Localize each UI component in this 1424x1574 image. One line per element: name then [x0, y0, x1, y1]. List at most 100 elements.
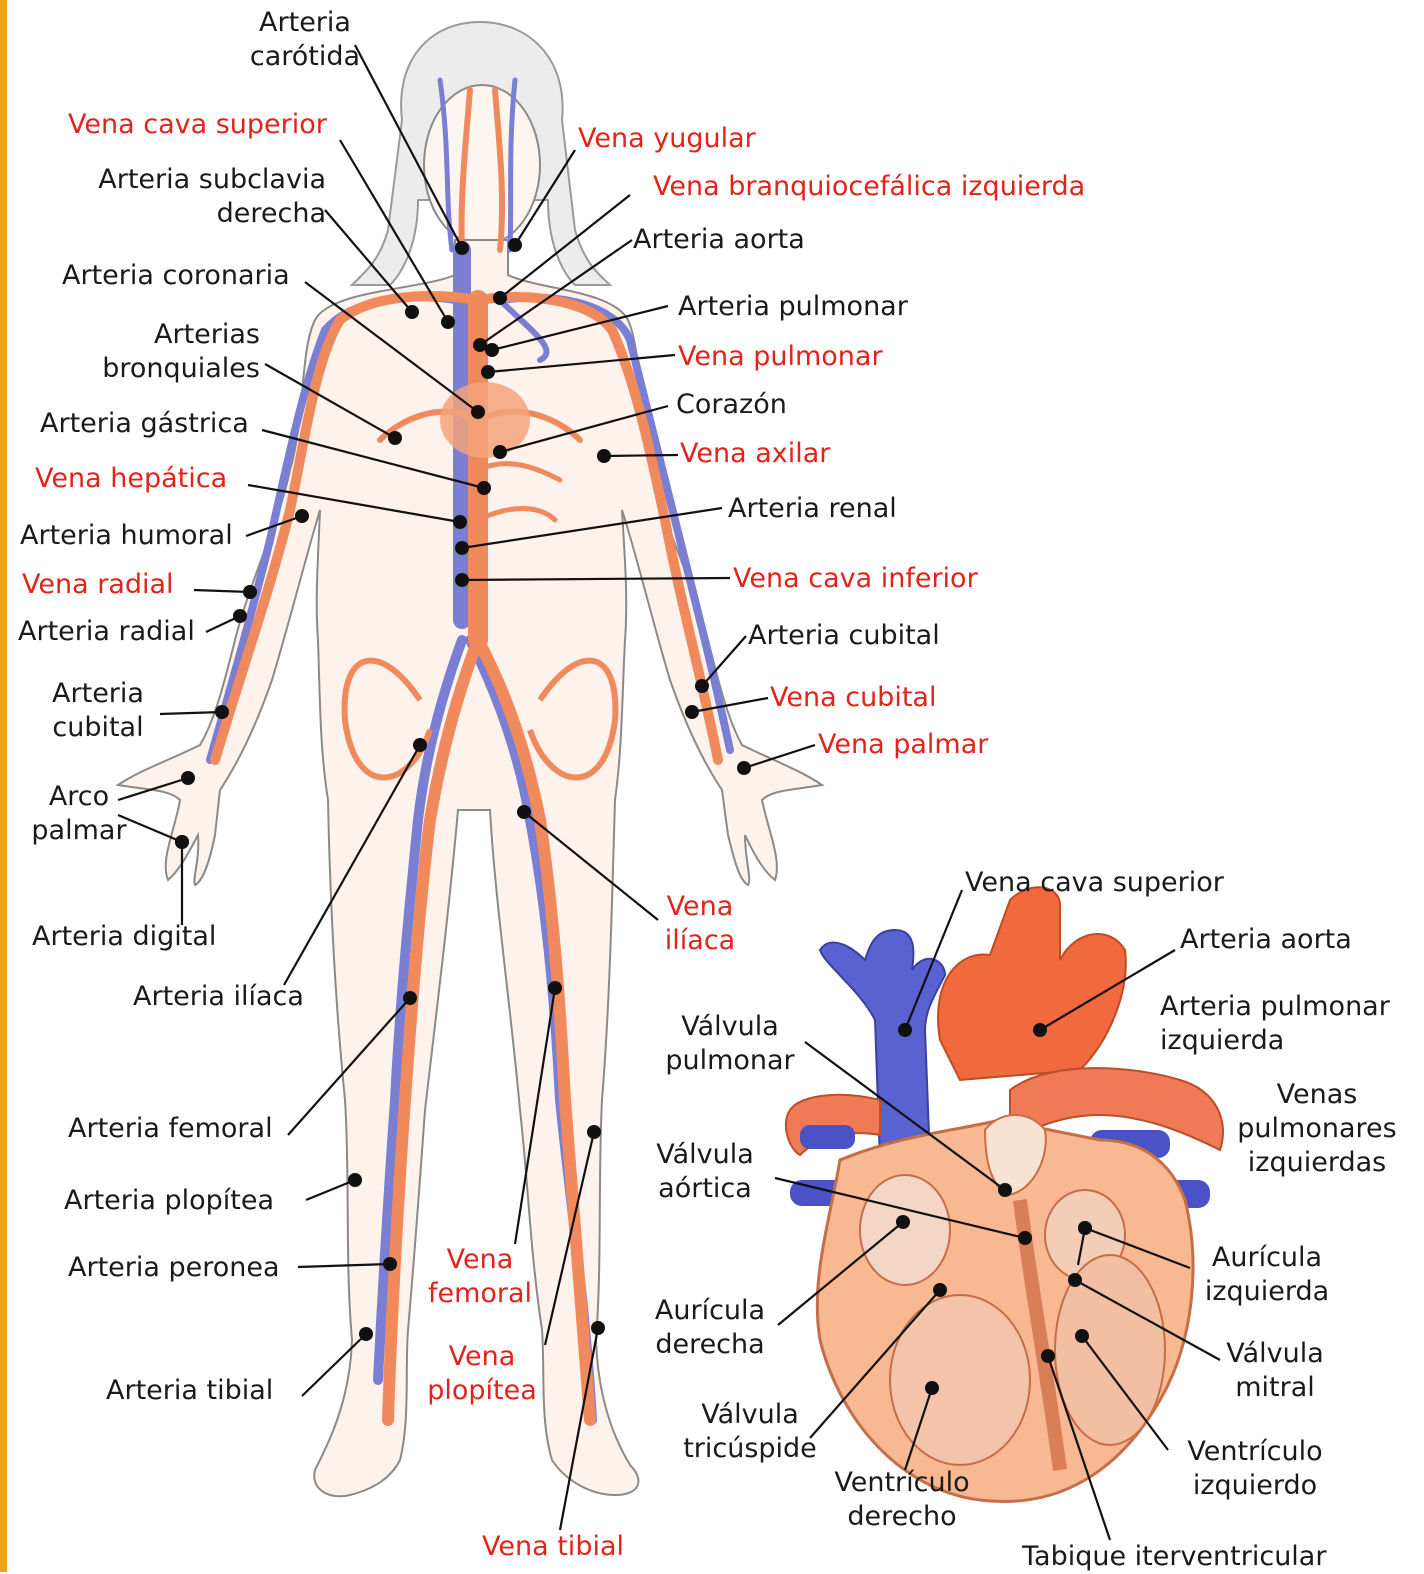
heart-label-valvula-mitral: Válvula mitral: [1215, 1337, 1335, 1405]
label-arteria-renal: Arteria renal: [728, 492, 897, 526]
leader-dot: [405, 305, 419, 319]
leader-dot: [597, 449, 611, 463]
leader-dot: [998, 1183, 1012, 1197]
label-vena-axilar: Vena axilar: [680, 437, 830, 471]
heart-label-valvula-tricuspide: Válvula tricúspide: [680, 1398, 820, 1466]
leader-dot: [737, 761, 751, 775]
label-arteria-cubital-left: Arteria cubital: [28, 677, 168, 745]
leader-dot: [455, 241, 469, 255]
leader-dot: [485, 343, 499, 357]
label-vena-tibial: Vena tibial: [482, 1530, 624, 1564]
leader-dot: [493, 445, 507, 459]
heart-label-arteria-pulmonar-izquierda: Arteria pulmonar izquierda: [1160, 990, 1390, 1058]
label-arterias-bronquiales: Arterias bronquiales: [60, 318, 260, 386]
leader-dot: [685, 705, 699, 719]
label-vena-cava-superior: Vena cava superior: [68, 108, 327, 142]
leader-dot: [493, 291, 507, 305]
label-arteria-femoral: Arteria femoral: [68, 1112, 273, 1146]
label-vena-plopitea: Vena plopítea: [412, 1340, 552, 1408]
label-arteria-plopitea: Arteria plopítea: [64, 1184, 274, 1218]
heart-label-valvula-aortica: Válvula aórtica: [635, 1138, 775, 1206]
leader-dot: [591, 1321, 605, 1335]
leader-dot: [517, 805, 531, 819]
leader-dot: [181, 771, 195, 785]
heart-label-auricula-izquierda: Aurícula izquierda: [1192, 1241, 1342, 1309]
label-corazon: Corazón: [676, 388, 787, 422]
leader-dot: [243, 585, 257, 599]
heart-pulm-vein-4: [800, 1125, 855, 1149]
label-vena-cava-inferior: Vena cava inferior: [733, 562, 978, 596]
leader-dot: [441, 315, 455, 329]
label-vena-radial: Vena radial: [22, 568, 174, 602]
label-vena-branquiocefalica-izquierda: Vena branquiocefálica izquierda: [653, 170, 1085, 204]
leader-dot: [477, 481, 491, 495]
heart-label-ventriculo-izquierdo: Ventrículo izquierdo: [1175, 1435, 1335, 1503]
label-arco-palmar: Arco palmar: [4, 780, 154, 848]
label-arteria-gastrica: Arteria gástrica: [40, 407, 249, 441]
heart-label-arteria-aorta: Arteria aorta: [1180, 923, 1352, 957]
leader-dot: [453, 515, 467, 529]
leader-dot: [548, 981, 562, 995]
heart-right-ventricle: [890, 1295, 1030, 1465]
heart-label-auricula-derecha: Aurícula derecha: [640, 1294, 780, 1362]
leader-dot: [388, 431, 402, 445]
label-arteria-digital: Arteria digital: [32, 920, 216, 954]
label-arteria-cubital-right: Arteria cubital: [748, 619, 940, 653]
leader-dot: [898, 1023, 912, 1037]
label-arteria-humoral: Arteria humoral: [20, 519, 233, 553]
leader-dot: [215, 705, 229, 719]
leader-dot: [481, 365, 495, 379]
heart-aorta: [938, 887, 1126, 1080]
leader-dot: [455, 541, 469, 555]
heart-label-tabique-interventricular: Tabique iterventricular: [1022, 1540, 1326, 1574]
label-arteria-carotida: Arteria carótida: [240, 6, 370, 74]
label-arteria-peronea: Arteria peronea: [68, 1251, 280, 1285]
heart-label-ventriculo-derecho: Ventrículo derecho: [822, 1466, 982, 1534]
leader-dot: [508, 238, 522, 252]
label-arteria-iliaca: Arteria ilíaca: [133, 980, 304, 1014]
leader-line: [604, 455, 678, 456]
label-arteria-coronaria: Arteria coronaria: [62, 259, 290, 293]
label-arteria-radial: Arteria radial: [18, 615, 195, 649]
leader-dot: [896, 1215, 910, 1229]
label-vena-iliaca: Vena ilíaca: [640, 890, 760, 958]
heart-right-atrium: [860, 1175, 950, 1285]
label-arteria-aorta: Arteria aorta: [633, 223, 805, 257]
leader-line: [160, 712, 222, 714]
heart-label-valvula-pulmonar: Válvula pulmonar: [655, 1010, 805, 1078]
leader-dot: [233, 609, 247, 623]
leader-dot: [1068, 1273, 1082, 1287]
label-vena-palmar: Vena palmar: [818, 728, 988, 762]
leader-dot: [403, 991, 417, 1005]
leader-dot: [455, 573, 469, 587]
label-vena-pulmonar: Vena pulmonar: [678, 340, 883, 374]
leader-dot: [413, 738, 427, 752]
leader-dot: [348, 1173, 362, 1187]
leader-dot: [1075, 1329, 1089, 1343]
leader-dot: [359, 1327, 373, 1341]
leader-dot: [295, 509, 309, 523]
leader-dot: [1041, 1349, 1055, 1363]
label-vena-hepatica: Vena hepática: [35, 462, 227, 496]
leader-dot: [695, 679, 709, 693]
leader-dot: [1018, 1231, 1032, 1245]
heart-label-venas-pulmonares-izquierdas: Venas pulmonares izquierdas: [1232, 1078, 1402, 1180]
leader-line: [194, 590, 250, 592]
label-arteria-tibial: Arteria tibial: [106, 1374, 273, 1408]
leader-dot: [175, 835, 189, 849]
label-arteria-subclavia-derecha: Arteria subclavia derecha: [40, 163, 326, 231]
leader-dot: [933, 1283, 947, 1297]
leader-dot: [383, 1257, 397, 1271]
leader-dot: [473, 338, 487, 352]
heart-label-vena-cava-superior: Vena cava superior: [965, 866, 1224, 900]
leader-dot: [1033, 1023, 1047, 1037]
leader-dot: [471, 405, 485, 419]
label-vena-femoral: Vena femoral: [410, 1243, 550, 1311]
leader-dot: [1078, 1221, 1092, 1235]
label-vena-cubital: Vena cubital: [770, 681, 936, 715]
leader-dot: [587, 1125, 601, 1139]
leader-dot: [925, 1381, 939, 1395]
label-arteria-pulmonar: Arteria pulmonar: [678, 290, 908, 324]
label-vena-yugular: Vena yugular: [578, 122, 756, 156]
